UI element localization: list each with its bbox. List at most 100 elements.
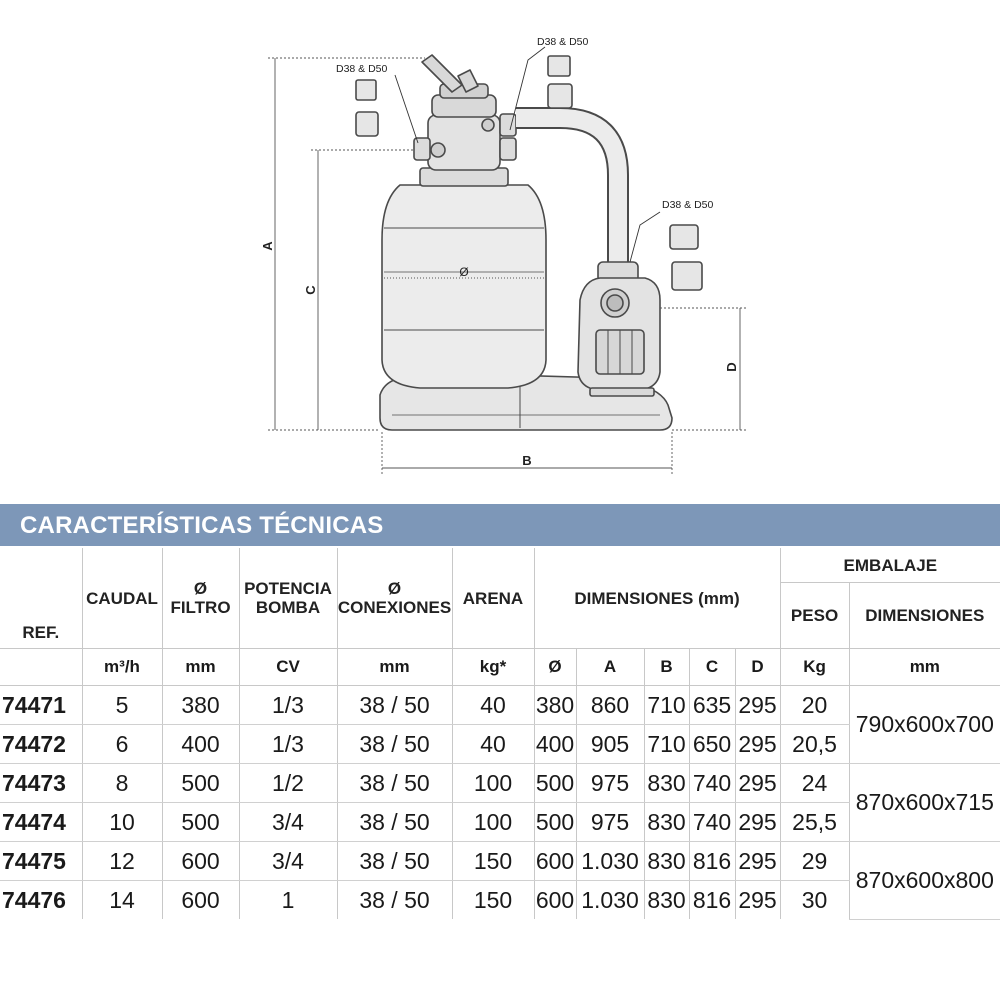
cell-diam: 500 [533, 763, 576, 803]
cell-packaging-dims: 790x600x700 [848, 685, 1000, 764]
cell-b: 830 [643, 763, 689, 803]
cell-diam: 380 [533, 685, 576, 725]
header-arena: ARENA [451, 548, 534, 649]
unit-dim-b: B [643, 648, 689, 686]
unit-potencia: CV [238, 648, 337, 686]
cell-packaging-dims: 870x600x800 [848, 841, 1000, 920]
cell-filtro: 400 [161, 724, 239, 764]
cell-ref: 74472 [0, 724, 82, 764]
cell-d: 295 [734, 724, 781, 764]
cell-d: 295 [734, 763, 781, 803]
cell-ref: 74475 [0, 841, 82, 881]
cell-conexiones: 38 / 50 [336, 880, 452, 919]
cell-a: 905 [575, 724, 644, 764]
cell-peso: 20,5 [779, 724, 850, 764]
table-row: 74472 6 400 1/3 38 / 50 40 400 905 710 6… [0, 724, 1000, 764]
cell-packaging-dims: 870x600x715 [848, 763, 1000, 842]
cell-a: 975 [575, 763, 644, 803]
cell-potencia: 1/3 [238, 685, 337, 725]
dimension-c-label: C [303, 285, 318, 295]
header-caudal: CAUDAL [81, 548, 162, 649]
cell-a: 975 [575, 802, 644, 842]
table-row: 74474 10 500 3/4 38 / 50 100 500 975 830… [0, 802, 1000, 842]
header-ref: REF. [22, 623, 60, 642]
cell-b: 710 [643, 724, 689, 764]
cell-conexiones: 38 / 50 [336, 685, 452, 725]
unit-arena: kg* [451, 648, 534, 686]
cell-caudal: 10 [81, 802, 162, 842]
cell-caudal: 12 [81, 841, 162, 881]
cell-arena: 150 [451, 880, 534, 919]
unit-filtro: mm [161, 648, 239, 686]
cell-filtro: 500 [161, 763, 239, 803]
cell-b: 830 [643, 880, 689, 919]
header-emb-dimensiones: DIMENSIONES [848, 582, 1000, 649]
unit-caudal: m³/h [81, 648, 162, 686]
cell-caudal: 5 [81, 685, 162, 725]
table-row: 74473 8 500 1/2 38 / 50 100 500 975 830 … [0, 763, 1000, 842]
cell-potencia: 1/2 [238, 763, 337, 803]
cell-a: 1.030 [575, 880, 644, 919]
cell-d: 295 [734, 802, 781, 842]
cell-peso: 24 [779, 763, 850, 803]
filter-pump-diagram: D38 & D50 D38 & D50 D38 & D50 A C D B Ø [260, 36, 747, 475]
dimension-a-label: A [260, 241, 275, 251]
cell-arena: 40 [451, 724, 534, 764]
cell-ref: 74474 [0, 802, 82, 842]
cell-caudal: 14 [81, 880, 162, 919]
unit-dim-a: A [575, 648, 644, 686]
cell-ref: 74476 [2, 886, 66, 913]
cell-potencia: 1 [238, 880, 337, 919]
cell-c: 816 [688, 880, 735, 919]
cell-c: 650 [688, 724, 735, 764]
cell-diam: 400 [533, 724, 576, 764]
unit-ref [0, 648, 82, 686]
cell-c: 816 [688, 841, 735, 881]
unit-dim-diam: Ø [533, 648, 576, 686]
cell-arena: 150 [451, 841, 534, 881]
header-embalaje: EMBALAJE [779, 548, 1000, 583]
cell-a: 860 [575, 685, 644, 725]
cell-filtro: 380 [161, 685, 239, 725]
header-dimensiones: DIMENSIONES (mm) [533, 548, 781, 649]
cell-b: 710 [643, 685, 689, 725]
cell-conexiones: 38 / 50 [336, 763, 452, 803]
unit-emb-dim: mm [848, 648, 1000, 686]
cell-a: 1.030 [575, 841, 644, 881]
cell-filtro: 600 [161, 841, 239, 881]
section-title: CARACTERÍSTICAS TÉCNICAS [0, 504, 1000, 546]
cell-peso: 29 [779, 841, 850, 881]
unit-conexiones: mm [336, 648, 452, 686]
cell-ref: 74473 [0, 763, 82, 803]
unit-dim-d: D [734, 648, 781, 686]
dimension-diameter-label: Ø [459, 265, 468, 279]
cell-conexiones: 38 / 50 [336, 841, 452, 881]
cell-c: 635 [688, 685, 735, 725]
cell-filtro: 500 [161, 802, 239, 842]
cell-caudal: 8 [81, 763, 162, 803]
callout-valve-top: D38 & D50 [537, 36, 589, 48]
cell-peso: 20 [779, 685, 850, 725]
cell-d: 295 [734, 880, 781, 919]
cell-arena: 100 [451, 763, 534, 803]
cell-potencia: 3/4 [238, 841, 337, 881]
callout-valve-side: D38 & D50 [336, 63, 388, 75]
cell-conexiones: 38 / 50 [336, 724, 452, 764]
cell-diam: 600 [533, 880, 576, 919]
cell-potencia: 1/3 [238, 724, 337, 764]
cell-arena: 100 [451, 802, 534, 842]
cell-conexiones: 38 / 50 [336, 802, 452, 842]
cell-b: 830 [643, 802, 689, 842]
dimension-b-label: B [522, 453, 531, 468]
cell-diam: 500 [533, 802, 576, 842]
cell-diam: 600 [533, 841, 576, 881]
cell-peso: 30 [779, 880, 850, 919]
cell-c: 740 [688, 763, 735, 803]
cell-peso: 25,5 [779, 802, 850, 842]
cell-potencia: 3/4 [238, 802, 337, 842]
cell-d: 295 [734, 841, 781, 881]
